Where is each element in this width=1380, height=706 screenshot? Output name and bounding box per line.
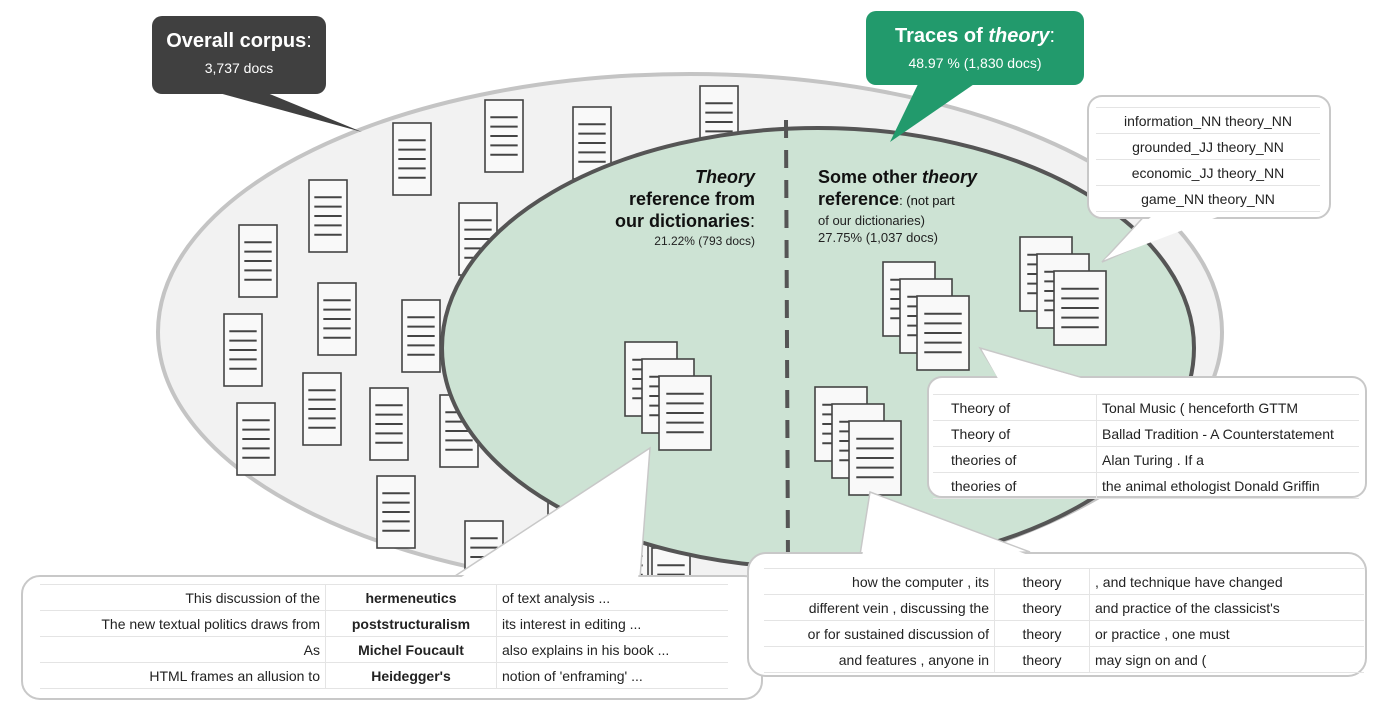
document-stack: [1019, 236, 1107, 346]
document-icon: [401, 299, 441, 373]
document-icon: [238, 224, 278, 298]
other-section-label: Some other theory reference: (not part o…: [818, 166, 1028, 246]
traces-callout: [866, 11, 1084, 142]
document-icon: [369, 387, 409, 461]
traces-title: Traces of theory:: [894, 25, 1056, 47]
table-row: game_NN theory_NN: [1096, 185, 1320, 212]
table-row: information_NN theory_NN: [1096, 107, 1320, 134]
document-icon: [223, 313, 263, 387]
document-stack: [624, 341, 712, 451]
other-section-stat: 27.75% (1,037 docs): [818, 230, 938, 245]
document-icon: [848, 420, 902, 496]
overall-corpus-count: 3,737 docs: [204, 60, 274, 76]
document-icon: [1053, 270, 1107, 346]
dictionary-section-stat: 21.22% (793 docs): [654, 234, 755, 248]
document-icon: [658, 375, 712, 451]
document-icon: [916, 295, 970, 371]
table-row: grounded_JJ theory_NN: [1096, 133, 1320, 160]
document-icon: [392, 122, 432, 196]
ngram-table: information_NN theory_NN grounded_JJ the…: [1096, 107, 1320, 212]
document-stack: [814, 386, 902, 496]
document-icon: [376, 475, 416, 549]
document-icon: [308, 179, 348, 253]
document-icon: [317, 282, 357, 356]
document-icon: [484, 99, 524, 173]
document-stacks: [624, 236, 1107, 496]
document-stack: [882, 261, 970, 371]
overall-corpus-callout: [152, 16, 362, 132]
table-row: economic_JJ theory_NN: [1096, 159, 1320, 186]
traces-stat: 48.97 % (1,830 docs): [908, 55, 1042, 71]
divider-dashed-line: [784, 119, 790, 567]
dictionary-section-label: Theory reference from our dictionaries: …: [560, 166, 755, 248]
document-icon: [302, 372, 342, 446]
overall-corpus-title: Overall corpus:: [166, 30, 312, 52]
document-icon: [236, 402, 276, 476]
